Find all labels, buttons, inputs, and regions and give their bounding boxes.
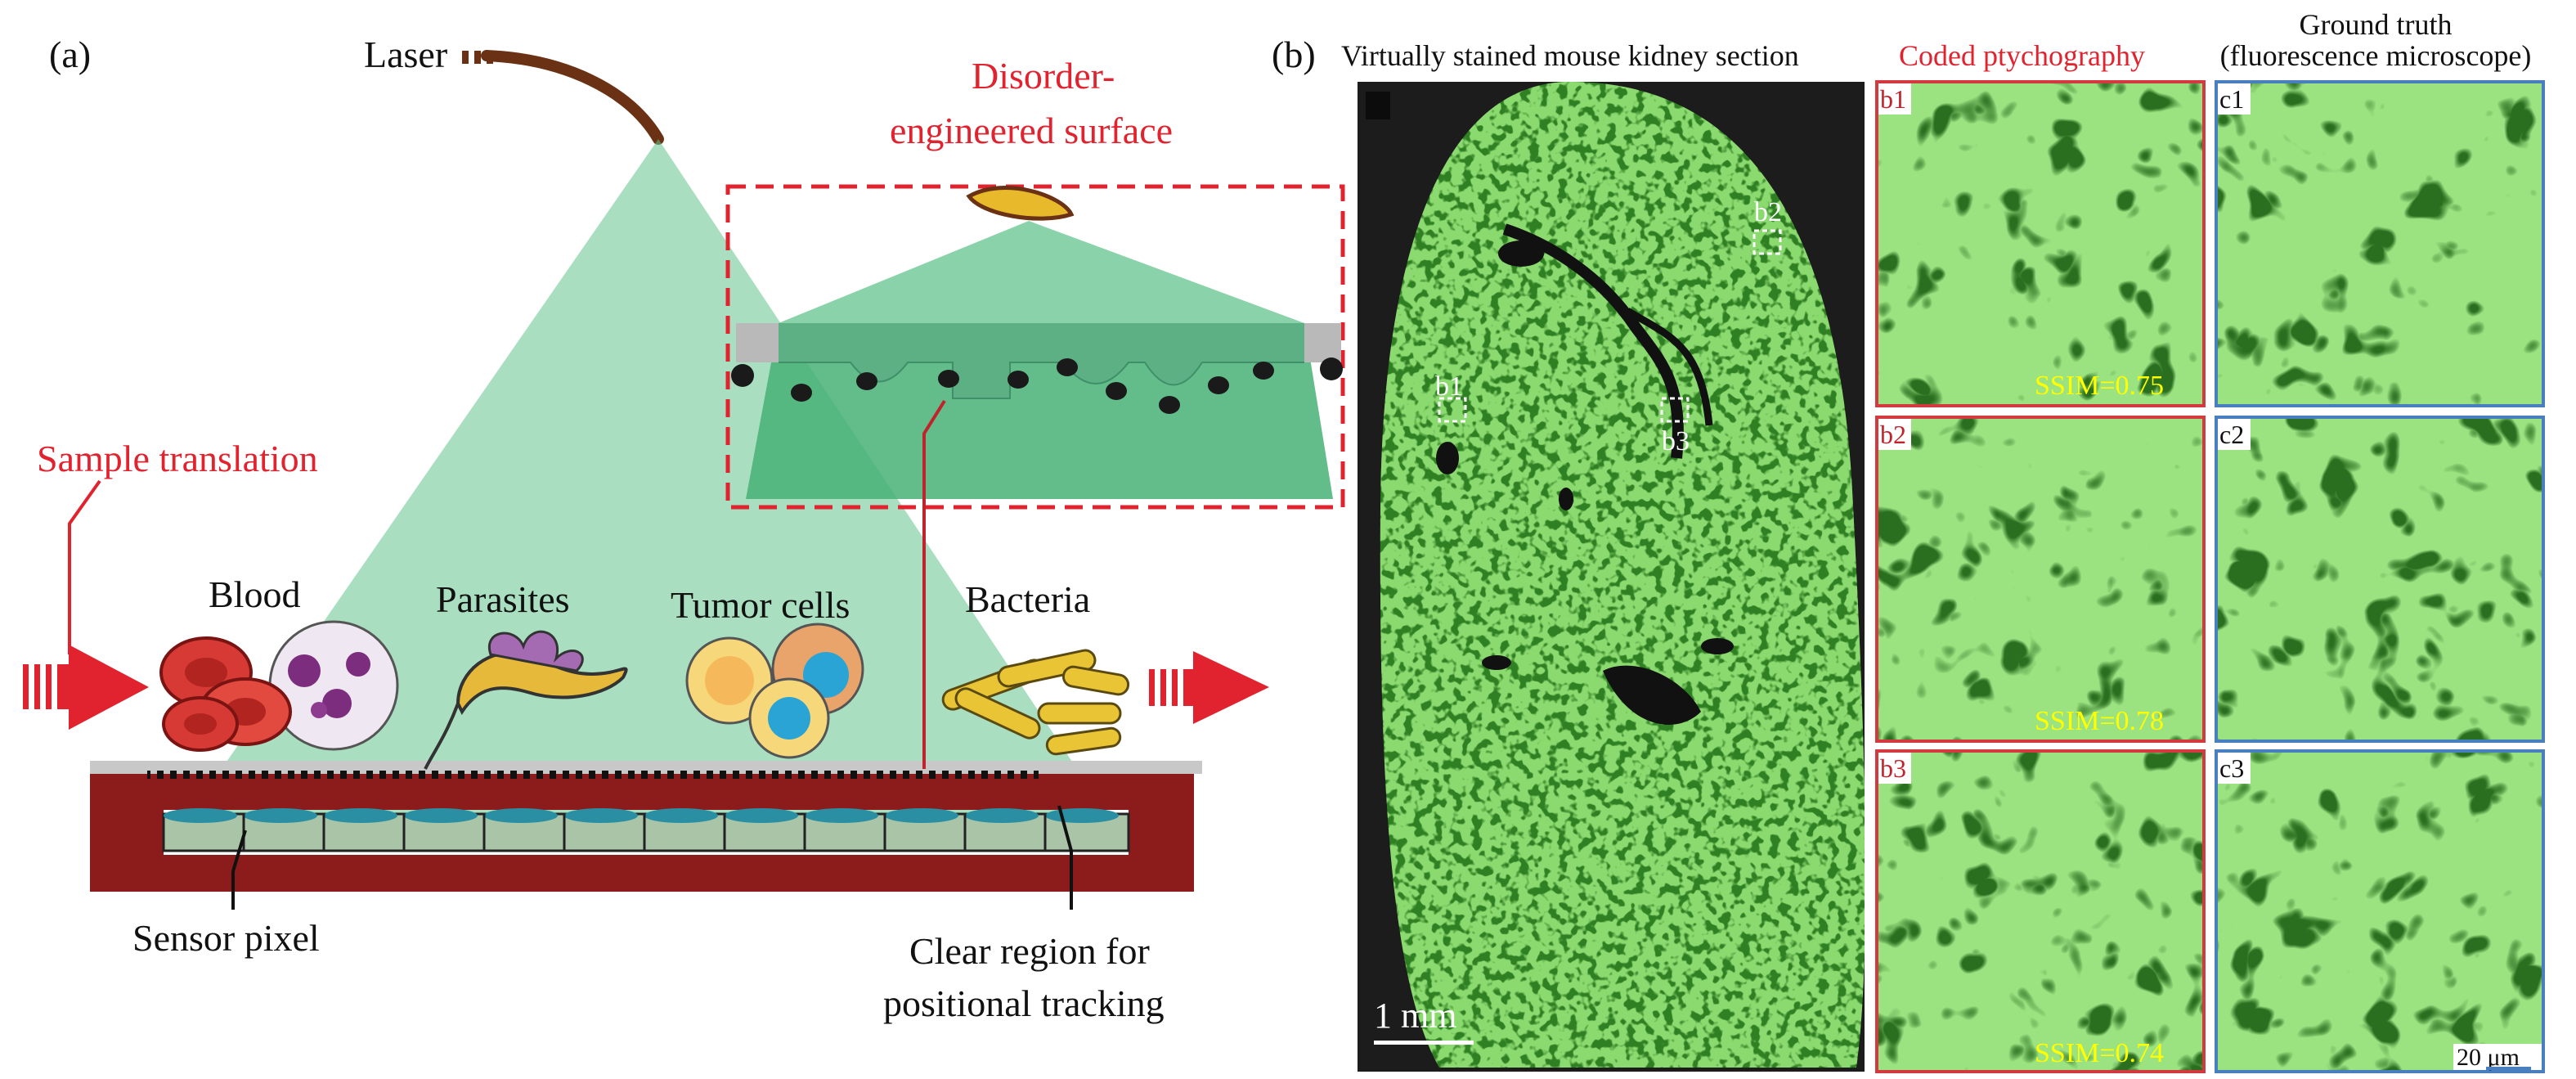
ground-truth-title-line2: (fluorescence microscope) xyxy=(2220,39,2532,72)
coded-tiles: b1 SSIM=0.75 b2 SSIM=0.78 b3 SSIM=0.74 xyxy=(1875,80,2206,1073)
bacteria-icon xyxy=(941,649,1130,756)
roi-b1-label: b1 xyxy=(1435,371,1463,402)
sample-translation-label: Sample translation xyxy=(37,438,318,479)
sample-translation-leader xyxy=(68,479,101,654)
disorder-surface-inset xyxy=(725,184,1345,769)
clear-region-label-line2: positional tracking xyxy=(883,982,1165,1024)
clear-region-label-line1: Clear region for xyxy=(909,930,1150,972)
gt-tile-c3: c3 20 μm xyxy=(2215,749,2545,1073)
scale-bar-main-label: 1 mm xyxy=(1374,996,1456,1036)
roi-b2-box xyxy=(1752,229,1782,255)
roi-b3-box xyxy=(1660,397,1690,423)
laser-label: Laser xyxy=(364,34,447,75)
blood-cells-icon xyxy=(159,620,399,752)
sensor-pixel-leader xyxy=(231,829,247,910)
gt-tile-c2-id: c2 xyxy=(2219,420,2244,449)
coded-tile-b1-ssim: SSIM=0.75 xyxy=(2035,371,2164,401)
sensor-pixels xyxy=(164,808,1119,823)
disorder-label-line1: Disorder- xyxy=(972,55,1115,97)
tumor-cells-icon xyxy=(685,623,864,759)
sample-parasites-label: Parasites xyxy=(436,578,570,620)
scale-bar-zoom-label: 20 μm xyxy=(2457,1044,2520,1071)
coded-tile-b1-id: b1 xyxy=(1880,84,1906,114)
right-arrow-icon xyxy=(1149,651,1269,724)
laser-fiber xyxy=(462,50,664,145)
panel-b: (b) Virtually stained mouse kidney secti… xyxy=(1272,8,2545,1073)
left-arrow-icon xyxy=(23,645,149,730)
panel-a-label: (a) xyxy=(49,34,91,75)
coded-tile-b2-ssim: SSIM=0.78 xyxy=(2035,706,2164,736)
gt-tile-c1-id: c1 xyxy=(2219,84,2244,114)
scale-bar-main xyxy=(1374,1041,1474,1045)
roi-b2-label: b2 xyxy=(1754,197,1782,227)
coded-tile-b2-id: b2 xyxy=(1880,420,1906,449)
ground-truth-title-line1: Ground truth xyxy=(2300,8,2453,41)
sample-blood-label: Blood xyxy=(209,573,300,615)
coded-tile-b3-id: b3 xyxy=(1880,753,1906,783)
scale-bar-zoom xyxy=(2486,1067,2531,1070)
disorder-label-line2: engineered surface xyxy=(890,110,1173,151)
sensor-holder xyxy=(90,761,1202,892)
coded-tile-b3-ssim: SSIM=0.74 xyxy=(2035,1038,2164,1068)
clear-region-leader xyxy=(1057,805,1073,910)
roi-b1-box xyxy=(1438,397,1467,423)
kidney-section-image: b1 b2 b3 1 mm xyxy=(1358,82,1865,1072)
gt-tile-c2: c2 xyxy=(2215,416,2545,743)
roi-b3-label: b3 xyxy=(1662,426,1690,456)
parasite-icon xyxy=(424,630,628,770)
light-cone xyxy=(168,139,1129,847)
coded-ptychography-title: Coded ptychography xyxy=(1899,39,2145,72)
coded-tile-b2: b2 SSIM=0.78 xyxy=(1875,416,2206,743)
sample-tumor-label: Tumor cells xyxy=(671,584,850,626)
gt-tile-c3-id: c3 xyxy=(2219,753,2244,783)
sample-bacteria-label: Bacteria xyxy=(965,578,1090,620)
coded-tile-b1: b1 SSIM=0.75 xyxy=(1875,80,2206,407)
panel-a: (a) Laser xyxy=(23,34,1345,1024)
coded-tile-b3: b3 SSIM=0.74 xyxy=(1875,749,2206,1073)
panel-b-label: (b) xyxy=(1272,34,1316,75)
sensor-pixel-label: Sensor pixel xyxy=(132,917,320,959)
section-title: Virtually stained mouse kidney section xyxy=(1341,39,1799,72)
ground-truth-tiles: c1 c2 c3 20 μm xyxy=(2215,80,2545,1073)
gt-tile-c1: c1 xyxy=(2215,80,2545,407)
